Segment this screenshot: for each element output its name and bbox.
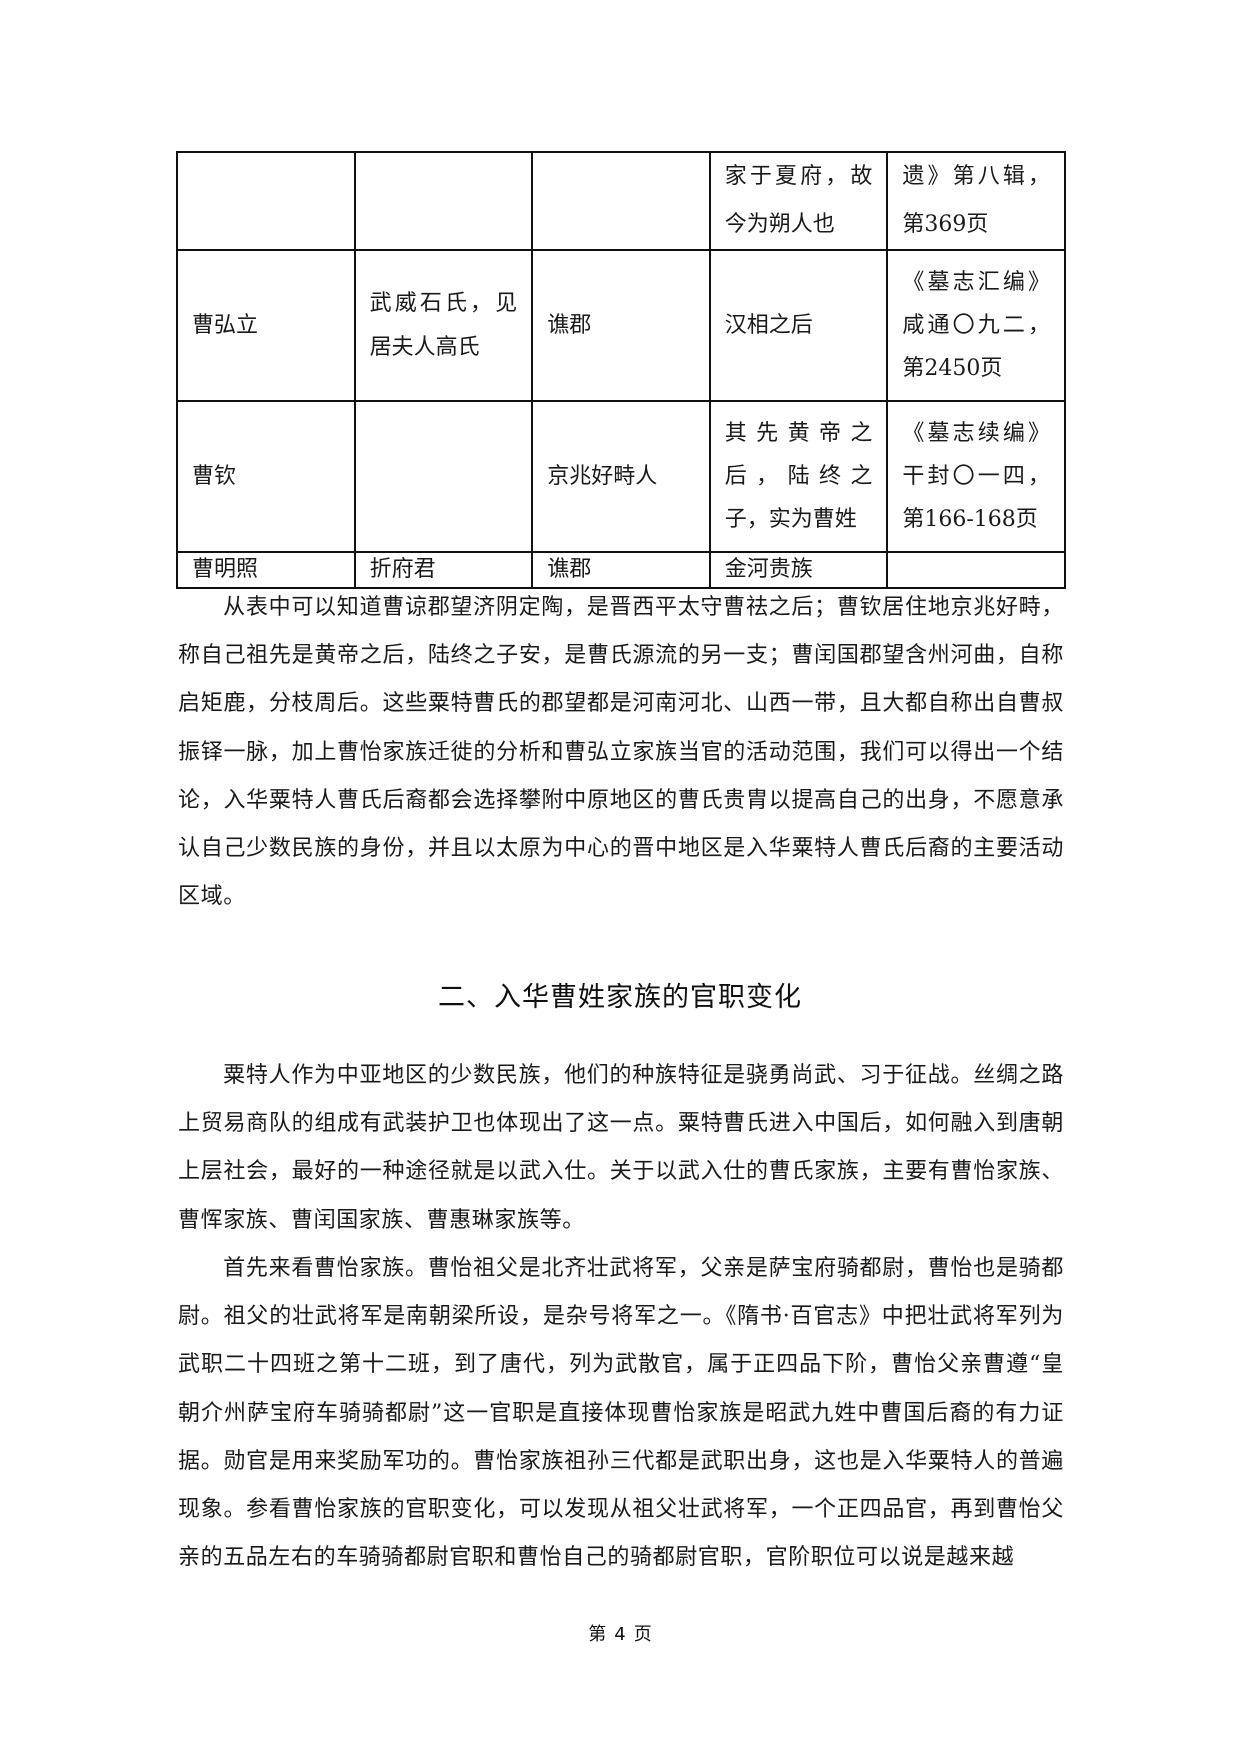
paragraph-text: 首先来看曹怡家族。曹怡祖父是北齐壮武将军，父亲是萨宝府骑都尉，曹怡也是骑都尉。祖… [178, 1256, 1064, 1571]
paragraph-cao-yi-family: 首先来看曹怡家族。曹怡祖父是北齐壮武将军，父亲是萨宝府骑都尉，曹怡也是骑都尉。祖… [178, 1245, 1064, 1582]
cell-source: 遗》第八辑，第369页 [886, 151, 1066, 251]
cell-spouse [353, 400, 534, 553]
section-heading: 二、入华曹姓家族的官职变化 [438, 982, 802, 1013]
cell-origin: 汉相之后 [708, 249, 889, 402]
page-number: 4 [614, 1624, 626, 1645]
cell-source [886, 551, 1066, 589]
cell-spouse: 武威石氏，见居夫人高氏 [353, 249, 534, 402]
paragraph-text: 粟特人作为中亚地区的少数民族，他们的种族特征是骁勇尚武、习于征战。丝绸之路上贸易… [178, 1063, 1064, 1233]
cell-origin: 家于夏府，故今为朔人也 [708, 151, 889, 251]
cell-commandery: 京兆好畤人 [531, 400, 711, 553]
cell-spouse: 折府君 [353, 551, 534, 589]
cell-name: 曹弘立 [176, 249, 356, 402]
cao-family-table: 家于夏府，故今为朔人也 遗》第八辑，第369页 曹弘立 武威石氏，见居夫人高氏 … [176, 151, 1066, 589]
table-row: 曹弘立 武威石氏，见居夫人高氏 谯郡 汉相之后 《墓志汇编》咸通〇九二，第245… [176, 249, 1066, 402]
paragraph-text: 从表中可以知道曹谅郡望济阴定陶，是晋西平太守曹祛之后；曹钦居住地京兆好畤，称自己… [178, 595, 1064, 910]
cell-origin: 其先黄帝之后，陆终之子，实为曹姓 [708, 400, 889, 553]
cell-commandery: 谯郡 [531, 551, 711, 589]
table-row: 曹钦 京兆好畤人 其先黄帝之后，陆终之子，实为曹姓 《墓志续编》干封〇一四，第1… [176, 400, 1066, 553]
paragraph-table-summary: 从表中可以知道曹谅郡望济阴定陶，是晋西平太守曹祛之后；曹钦居住地京兆好畤，称自己… [178, 584, 1064, 921]
cell-origin: 金河贵族 [708, 551, 889, 589]
page-suffix: 页 [633, 1624, 652, 1645]
cell-name: 曹明照 [176, 551, 356, 589]
table-row: 曹明照 折府君 谯郡 金河贵族 [176, 551, 1066, 589]
cell-commandery [531, 151, 711, 251]
cell-source: 《墓志续编》干封〇一四，第166-168页 [886, 400, 1066, 553]
cell-name: 曹钦 [176, 400, 356, 553]
page-prefix: 第 [588, 1624, 607, 1645]
cell-source: 《墓志汇编》咸通〇九二，第2450页 [886, 249, 1066, 402]
paragraph-military-intro: 粟特人作为中亚地区的少数民族，他们的种族特征是骁勇尚武、习于征战。丝绸之路上贸易… [178, 1052, 1064, 1245]
cell-commandery: 谯郡 [531, 249, 711, 402]
cell-name [176, 151, 356, 251]
cell-spouse [353, 151, 534, 251]
table-row: 家于夏府，故今为朔人也 遗》第八辑，第369页 [176, 151, 1066, 251]
